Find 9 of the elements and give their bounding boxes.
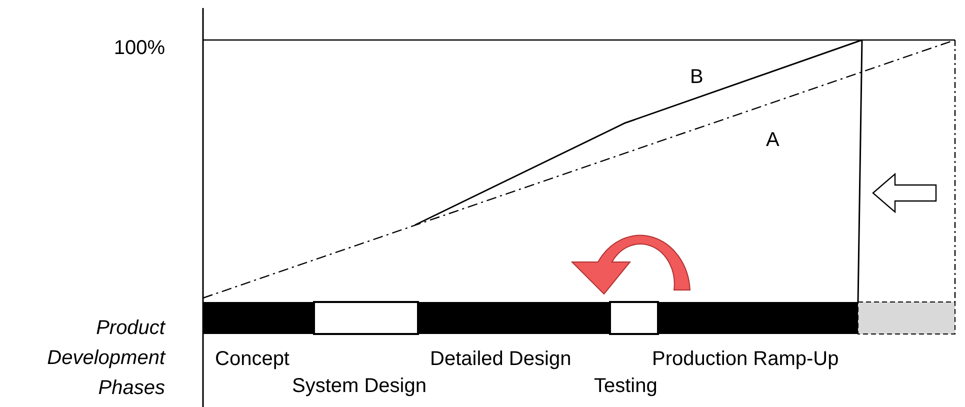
phase-label: Concept xyxy=(215,347,290,371)
line-label: B xyxy=(690,65,704,89)
phase-label: System Design xyxy=(292,374,426,398)
phase-label: Detailed Design xyxy=(430,347,572,371)
phase-label: Production Ramp-Up xyxy=(652,347,839,371)
line-label: A xyxy=(766,128,780,152)
axis-label: Product Development Phases xyxy=(46,316,165,401)
phase-label: Testing xyxy=(594,374,658,398)
tick-label: 100% xyxy=(112,36,165,60)
